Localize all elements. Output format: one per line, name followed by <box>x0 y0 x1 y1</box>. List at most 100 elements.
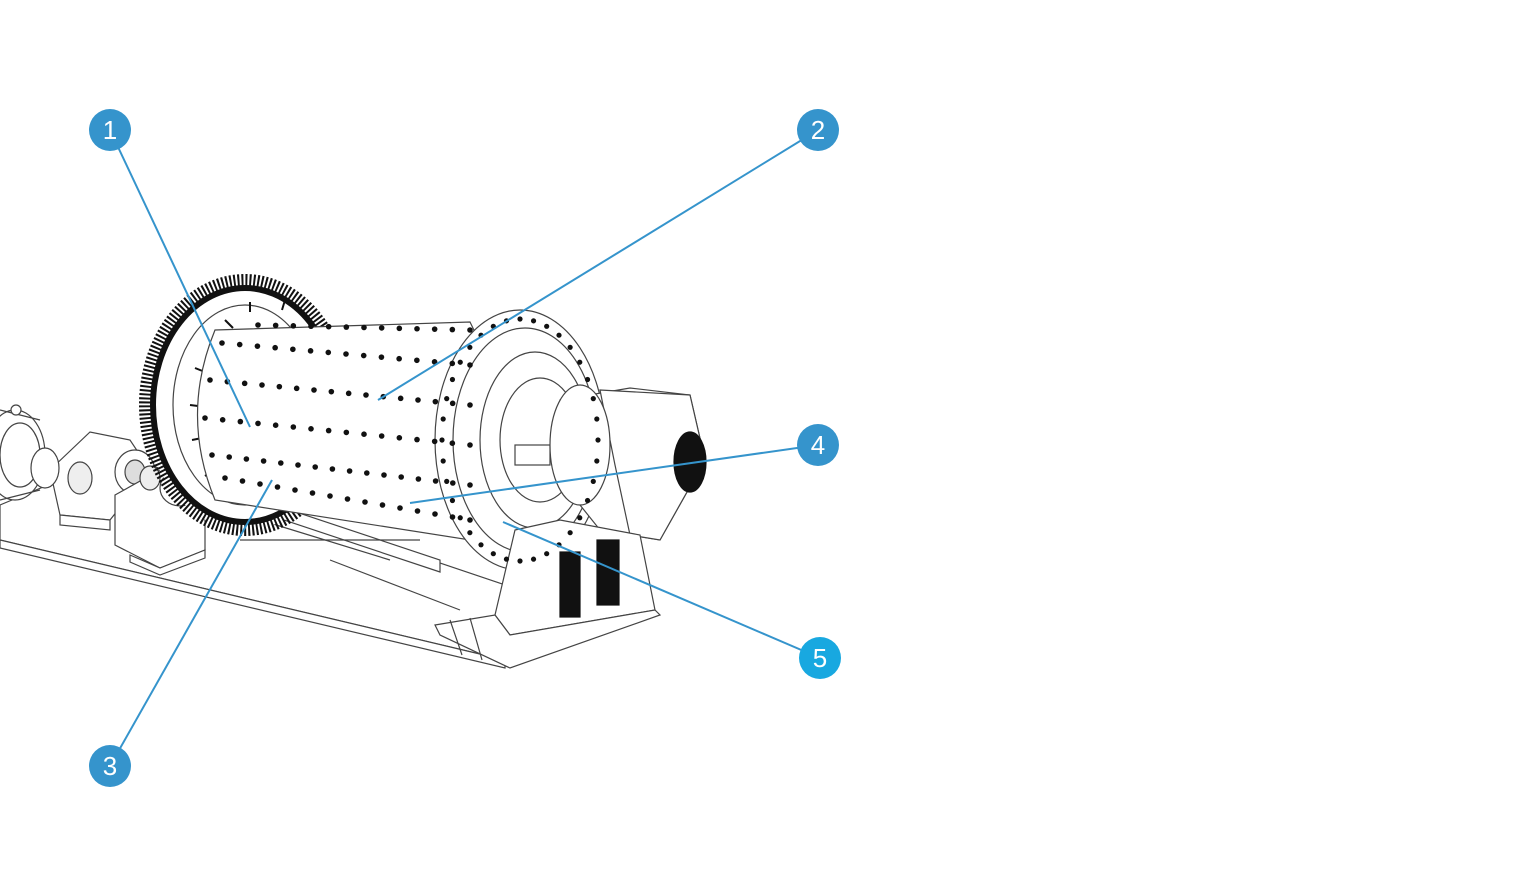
callout-2[interactable]: 2 <box>797 109 839 151</box>
bolt <box>432 478 439 484</box>
flange-bolt <box>530 556 537 562</box>
bolt <box>345 390 352 397</box>
callout-5[interactable]: 5 <box>799 637 841 679</box>
bolt <box>449 440 456 447</box>
bolt <box>396 435 403 441</box>
flange-bolt <box>544 551 550 557</box>
bolt <box>259 382 265 388</box>
bolt <box>398 474 405 480</box>
bolt <box>329 466 336 472</box>
bolt <box>243 456 250 462</box>
flange-bolt <box>517 558 523 564</box>
flange-bolt <box>530 318 537 324</box>
bolt <box>209 452 215 458</box>
flange-bolt <box>490 551 496 557</box>
bolt <box>449 360 456 367</box>
bolt <box>414 436 420 443</box>
leader-line-5 <box>502 521 821 659</box>
ball-mill-machine <box>0 274 707 669</box>
bolt <box>397 395 404 402</box>
bolt <box>276 383 283 390</box>
flange-bolt <box>567 530 573 536</box>
bolt <box>226 454 232 460</box>
bolt <box>379 502 386 508</box>
leader-line-4 <box>409 444 819 504</box>
bolt <box>328 388 335 395</box>
flange-bolt <box>594 416 600 422</box>
callout-1[interactable]: 1 <box>89 109 131 151</box>
bolt <box>325 349 332 356</box>
bolt <box>343 429 350 436</box>
bolt <box>344 496 351 502</box>
flange-bolt <box>594 458 600 464</box>
flange-bolt <box>517 316 523 322</box>
bolt <box>260 458 267 464</box>
bolt <box>431 438 438 445</box>
bolt <box>241 380 248 387</box>
head-flange-bolts <box>439 316 601 564</box>
flange-bolt <box>449 497 456 504</box>
trunnion <box>549 384 707 541</box>
bolt <box>327 493 333 499</box>
bolt <box>467 517 473 523</box>
bolt <box>346 468 353 474</box>
bolt <box>325 323 332 330</box>
bolt <box>222 475 228 481</box>
flange-bolt <box>444 478 450 484</box>
bolt <box>290 323 297 329</box>
bolt <box>236 341 243 348</box>
bolt <box>312 464 319 470</box>
flange-bolt <box>449 376 456 383</box>
callout-4[interactable]: 4 <box>797 424 839 466</box>
callout-leaders <box>109 129 821 767</box>
flange-bolt <box>478 542 484 548</box>
discharge-head <box>434 309 606 571</box>
flange-bolt <box>467 344 473 350</box>
bolt <box>467 482 473 488</box>
flange-bolt <box>590 478 596 484</box>
bolt <box>381 472 387 478</box>
bolt <box>308 323 314 330</box>
bolt <box>361 324 367 331</box>
bolt <box>255 322 261 328</box>
bolt <box>255 420 261 427</box>
bolt <box>295 462 301 468</box>
bolt <box>207 377 213 383</box>
flange-bolt <box>503 556 510 562</box>
bolt <box>219 417 226 423</box>
flange-bolt <box>440 416 446 422</box>
bolt <box>311 387 317 393</box>
flange-bolt <box>444 396 450 402</box>
bolt <box>449 326 456 333</box>
bolt <box>449 400 456 407</box>
flange-bolt <box>467 530 473 536</box>
flange-bolt <box>577 359 583 365</box>
flange-bolt <box>439 437 445 443</box>
flange-bolt <box>567 344 573 350</box>
flange-bolt <box>457 359 463 365</box>
leader-line-2 <box>377 129 819 401</box>
flange-bolt <box>440 458 446 464</box>
bolt <box>239 478 246 484</box>
bolt <box>362 499 368 505</box>
bolt <box>219 340 225 346</box>
bolt <box>343 351 349 357</box>
bolt <box>467 402 473 408</box>
leader-line-1 <box>109 129 251 428</box>
bearing-pedestal <box>434 519 662 669</box>
flange-bolt <box>544 323 550 329</box>
bolt <box>363 392 369 398</box>
flange-bolt <box>595 437 601 443</box>
bolt <box>293 385 300 392</box>
bolt <box>415 476 422 482</box>
bolt <box>272 322 279 329</box>
bolt <box>292 487 298 493</box>
bolt <box>309 490 316 496</box>
bolt <box>378 354 385 360</box>
bolt <box>254 343 261 349</box>
bolt <box>467 327 473 333</box>
bolt <box>290 346 296 353</box>
bolt <box>450 480 456 486</box>
callout-3[interactable]: 3 <box>89 745 131 787</box>
